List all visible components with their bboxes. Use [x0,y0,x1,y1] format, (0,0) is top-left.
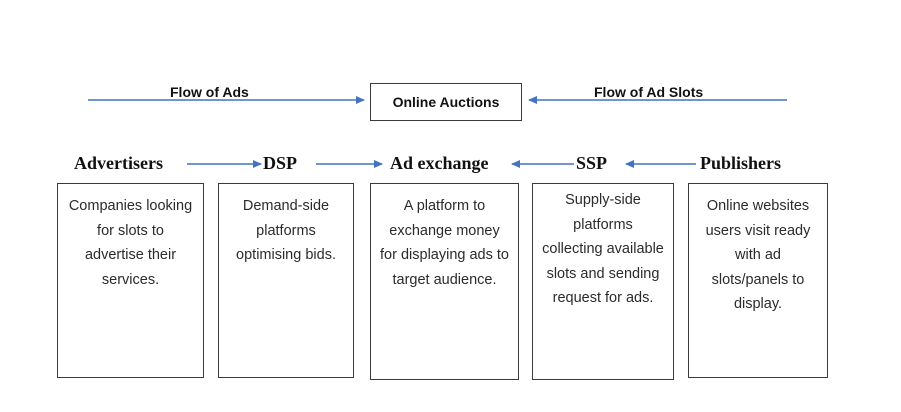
publishers-heading: Publishers [700,153,782,173]
publishers-description-box: Online websites users visit ready with a… [688,183,828,378]
advertisers-heading: Advertisers [74,153,163,173]
ad-exchange-heading: Ad exchange [390,153,489,173]
dsp-description: Demand-side platforms optimising bids. [236,198,336,263]
dsp-heading: DSP [263,153,298,173]
dsp-description-box: Demand-side platforms optimising bids. [218,183,354,378]
flow-of-ads-label: Flow of Ads [170,84,249,100]
advertisers-description: Companies looking for slots to advertise… [68,198,193,288]
ssp-description-box: Supply-side platforms collecting availab… [532,183,674,380]
flow-of-ad-slots-label: Flow of Ad Slots [594,84,704,100]
publishers-description: Online websites users visit ready with a… [705,198,811,312]
online-auctions-box: Online Auctions [370,83,522,121]
advertisers-description-box: Companies looking for slots to advertise… [57,183,204,378]
ssp-description: Supply-side platforms collecting availab… [542,192,664,306]
ad-exchange-description: A platform to exchange money for display… [380,198,509,288]
ssp-heading: SSP [576,153,608,173]
ad-exchange-description-box: A platform to exchange money for display… [370,183,519,380]
online-auctions-label: Online Auctions [392,94,500,110]
